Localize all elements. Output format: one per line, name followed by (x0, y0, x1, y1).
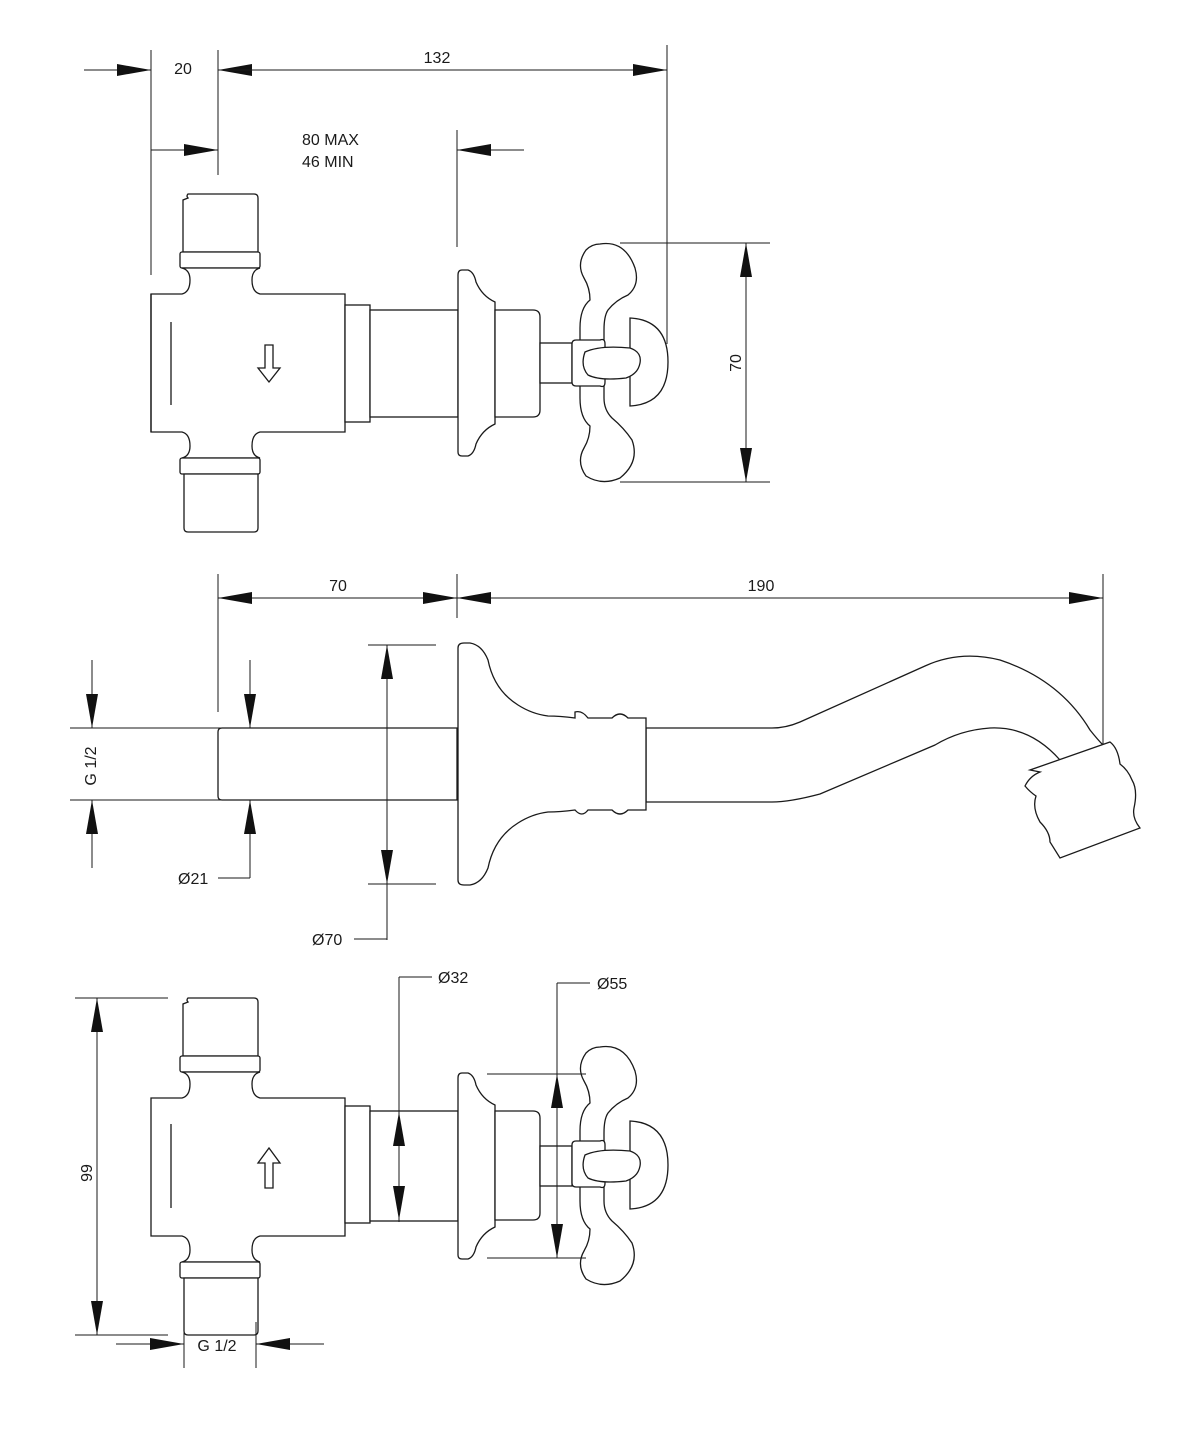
cross-handle (571, 242, 669, 483)
dim-label: G 1/2 (83, 746, 100, 785)
dimension-wall-thickness: 80 MAX 46 MIN (151, 130, 524, 247)
dimension-handle-span: 70 (620, 242, 770, 483)
dim-label: 190 (748, 578, 775, 595)
dimension-behind-wall: 70 (217, 574, 458, 712)
dim-label: Ø70 (312, 932, 342, 949)
spout (457, 642, 1142, 886)
flow-arrow-down-icon (256, 344, 282, 384)
dim-label: 70 (329, 578, 347, 595)
dimension-handle-diameter: Ø55 (487, 976, 627, 1259)
dimension-pipe-diameter: Ø21 (178, 660, 256, 888)
dimension-132: 132 (218, 45, 668, 344)
dim-label: 20 (174, 61, 192, 78)
dimension-body-diameter: Ø32 (393, 970, 468, 1222)
dim-label: Ø32 (438, 970, 468, 987)
dimension-flange-diameter: Ø70 (312, 644, 436, 949)
side-view: 70 190 G 1/2 (70, 574, 1142, 949)
dim-label: 46 MIN (302, 154, 354, 171)
valve-body (150, 193, 346, 533)
dimension-body-height: 99 (75, 997, 168, 1336)
cross-handle (571, 1045, 669, 1286)
bottom-view: Ø32 Ø55 99 G 1/2 (75, 970, 669, 1368)
top-view: 20 132 80 MAX 46 MIN (84, 45, 770, 533)
dim-label: 70 (728, 354, 745, 372)
valve-stem (344, 1072, 573, 1260)
valve-stem (344, 269, 573, 457)
flow-arrow-up-icon (256, 1146, 282, 1189)
dimension-thread: G 1/2 (116, 1322, 324, 1368)
dim-label: Ø55 (597, 976, 627, 993)
dim-label: 80 MAX (302, 132, 359, 149)
dim-label: 132 (424, 50, 451, 67)
supply-pipe (217, 727, 458, 801)
valve-body (150, 997, 346, 1336)
dim-label: 99 (79, 1164, 96, 1182)
dim-label: Ø21 (178, 871, 208, 888)
dimension-thread: G 1/2 (70, 660, 272, 868)
dim-label: G 1/2 (197, 1338, 236, 1355)
dimension-spout-reach: 190 (457, 574, 1104, 818)
